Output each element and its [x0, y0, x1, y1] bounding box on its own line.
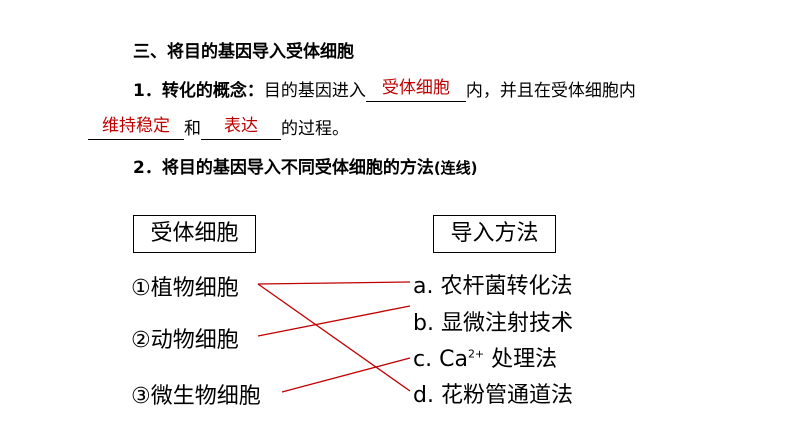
- question-1-text-a: 目的基因进入: [263, 81, 366, 101]
- blank-1: 受体细胞: [365, 78, 466, 102]
- right-item-d: d. 花粉管通道法: [413, 383, 573, 408]
- left-item-animal: ②动物细胞: [131, 328, 239, 353]
- right-item-c-base: c. Ca: [413, 347, 468, 372]
- right-item-c-rest: 处理法: [484, 347, 558, 372]
- link-animal-to-b: [257, 305, 411, 337]
- question-1-prefix: 1．转化的概念：: [133, 81, 264, 101]
- question-2-suffix: (连线): [433, 159, 478, 177]
- right-item-c-sup: 2+: [467, 347, 485, 361]
- link-plant-to-d: [257, 283, 411, 392]
- question-2-text: 2．将目的基因导入不同受体细胞的方法: [133, 158, 434, 178]
- question-1-text-c: 和: [184, 119, 201, 139]
- left-header-box: 受体细胞: [133, 215, 256, 253]
- question-1-text-b: 内，并且在受体细胞内: [465, 81, 636, 101]
- section-heading: 三、将目的基因导入受体细胞: [133, 42, 354, 62]
- right-item-a: a. 农杆菌转化法: [413, 274, 573, 299]
- right-item-b: b. 显微注射技术: [413, 311, 573, 336]
- blank-2-answer: 维持稳定: [102, 116, 170, 136]
- right-header-box: 导入方法: [433, 215, 556, 253]
- link-plant-to-a: [257, 281, 411, 285]
- question-2: 2．将目的基因导入不同受体细胞的方法(连线): [133, 153, 478, 178]
- link-microbe-to-c: [281, 357, 411, 393]
- blank-3-answer: 表达: [224, 116, 258, 136]
- question-1-text-d: 的过程。: [281, 119, 349, 139]
- blank-3: 表达: [201, 116, 281, 140]
- question-1-line-2: 维持稳定和 表达 的过程。: [88, 114, 349, 140]
- blank-1-answer: 受体细胞: [381, 78, 450, 98]
- left-item-microbe: ③微生物细胞: [131, 384, 261, 409]
- left-item-plant: ①植物细胞: [131, 276, 239, 301]
- blank-2: 维持稳定: [88, 116, 184, 140]
- question-1-line-1: 1．转化的概念：目的基因进入 受体细胞内，并且在受体细胞内: [133, 76, 636, 102]
- right-item-c: c. Ca2+ 处理法: [413, 341, 557, 373]
